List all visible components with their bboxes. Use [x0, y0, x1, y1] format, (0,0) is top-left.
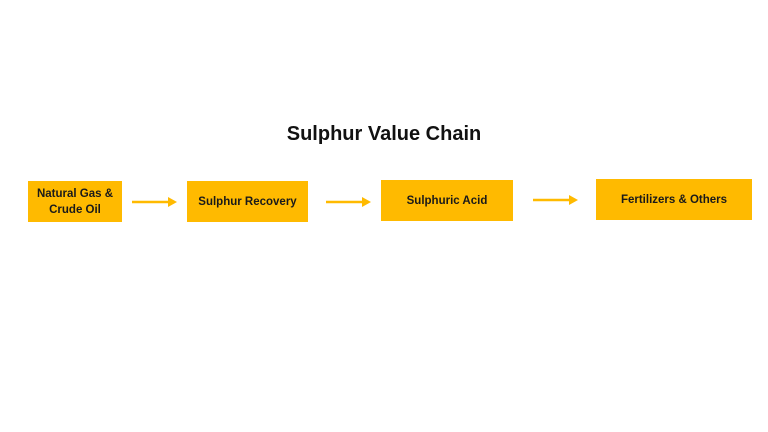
flow-arrow-1 — [132, 197, 177, 207]
step-label: Sulphuric Acid — [406, 194, 488, 207]
arrow-head — [362, 197, 371, 207]
step-sulphur-recovery: Sulphur Recovery — [187, 181, 308, 222]
step-label: Fertilizers & Others — [620, 193, 728, 206]
flow-arrow-3 — [533, 195, 578, 205]
diagram-title: Sulphur Value Chain — [286, 123, 482, 145]
flow-arrow-2 — [326, 197, 371, 207]
step-label: Natural Gas & Crude Oil — [36, 187, 114, 216]
step-sulphuric-acid: Sulphuric Acid — [381, 180, 513, 221]
step-natural-gas-crude-oil: Natural Gas & Crude Oil — [28, 181, 122, 222]
step-fertilizers-others: Fertilizers & Others — [596, 179, 752, 220]
step-label: Sulphur Recovery — [198, 195, 297, 208]
arrow-head — [168, 197, 177, 207]
arrow-head — [569, 195, 578, 205]
